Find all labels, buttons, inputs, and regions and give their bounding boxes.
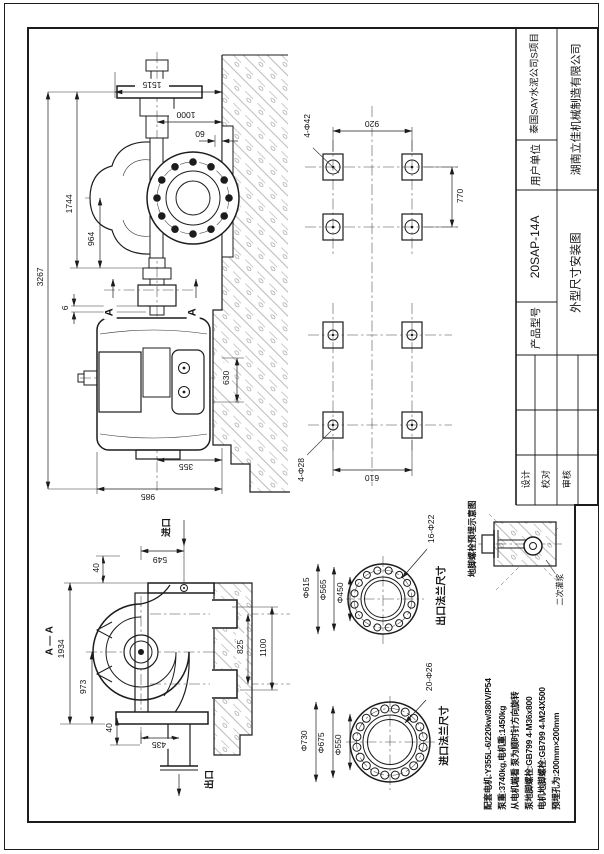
note-motor-spec: 配套电机:Y355L-6/220kw/380V/P54 (483, 678, 494, 810)
dim-1100: 1100 (258, 631, 269, 664)
dim-40-bottom: 40 (104, 717, 115, 738)
plan-view (305, 106, 460, 486)
dim-770: 770 (455, 180, 466, 211)
note-embed-holes: 预埋孔为:200mm×200mm (550, 712, 561, 810)
title-block-grid (515, 28, 598, 506)
note-weights: 泵重:3740kg,电机重:1450kg (496, 705, 507, 810)
model-label: 产品型号 (529, 304, 543, 353)
note-motor-bolts: 电机地脚螺栓:GB799 4-M24X500 (537, 687, 548, 810)
outlet-holes-label: 16-Φ22 (426, 506, 437, 551)
inlet-flange-view (313, 696, 436, 790)
dim-435: 435 (145, 739, 173, 750)
outlet-label: 出口 (205, 766, 217, 793)
plan-dimensions (305, 127, 458, 476)
outlet-dia-outer: Φ615 (301, 570, 312, 605)
pump-casing (89, 141, 161, 255)
anchor-detail-caption: 地脚螺栓预埋示意图 (467, 496, 478, 581)
label-pump-bolts: 4-Φ28 (296, 447, 307, 492)
coupling (137, 257, 177, 316)
dim-985: 985 (133, 491, 163, 502)
section-dimensions (60, 520, 278, 797)
pump-flange (146, 151, 240, 245)
foundation-wall-hatch (213, 55, 288, 492)
note-rotation: 从电机端看 泵为顺时针方向旋转 (510, 691, 521, 810)
inlet-holes-label: 20-Φ26 (424, 654, 435, 699)
dim-825: 825 (235, 632, 246, 661)
anchor-bolt-detail (476, 513, 562, 591)
dim-973: 973 (78, 672, 89, 701)
bearing-bracket (116, 59, 203, 139)
dim-1000: 1000 (169, 109, 203, 120)
dim-920: 920 (357, 118, 387, 129)
label-motor-bolts: 4-Φ42 (302, 103, 313, 148)
dim-40-top: 40 (91, 557, 102, 578)
section-view (60, 520, 290, 797)
outlet-flange-view (315, 547, 429, 644)
inlet-dia-inner: Φ550 (333, 727, 344, 762)
inlet-dia-outer: Φ730 (299, 723, 310, 758)
outlet-dia-bolt: Φ565 (318, 572, 329, 607)
inlet-flange-caption: 进口法兰尺寸 (439, 695, 451, 776)
elevation-view (45, 52, 290, 500)
outlet-dia-inner: Φ450 (335, 575, 346, 610)
sign-audit: 审核 (561, 459, 573, 500)
dim-1934: 1934 (56, 631, 67, 666)
section-a-label-right: A (186, 305, 200, 320)
customer-value: 泰国SAY水泥公司S项目 (530, 30, 542, 137)
inlet-dia-bolt: Φ675 (316, 725, 327, 760)
dim-60: 60 (190, 128, 210, 139)
note-pump-bolts: 泵地脚螺栓:GB799 4-M36x800 (523, 696, 534, 810)
section-view-label: A — A (44, 615, 56, 666)
dim-964: 964 (86, 223, 97, 254)
model-value: 20SAP-14A (528, 196, 543, 297)
dim-1744: 1744 (64, 186, 75, 221)
company-name: 湖南立佳机械制造有限公司 (570, 34, 584, 185)
dim-1515: 1515 (135, 79, 169, 90)
pump-anchor-bolts (322, 321, 423, 439)
elevation-dimensions (45, 72, 244, 494)
section-a-label-left: A (103, 305, 117, 320)
dim-549: 549 (145, 554, 175, 565)
section-cut-line (104, 278, 199, 298)
sign-design: 设计 (520, 459, 532, 500)
dim-610: 610 (357, 472, 387, 483)
sign-check: 校对 (540, 459, 552, 500)
outlet-flange-caption: 出口法兰尺寸 (436, 555, 448, 636)
volute-section (92, 584, 209, 725)
motor (77, 317, 211, 460)
grout-label: 二次灌浆 (555, 571, 565, 608)
dim-3267: 3267 (35, 259, 46, 294)
dim-630: 630 (221, 362, 232, 393)
inlet-label: 进口 (162, 514, 174, 541)
customer-label: 用户单位 (529, 141, 543, 190)
drawing-title: 外型尺寸安装图 (570, 202, 584, 343)
dim-6: 6 (60, 301, 71, 314)
dim-355: 355 (171, 461, 201, 472)
